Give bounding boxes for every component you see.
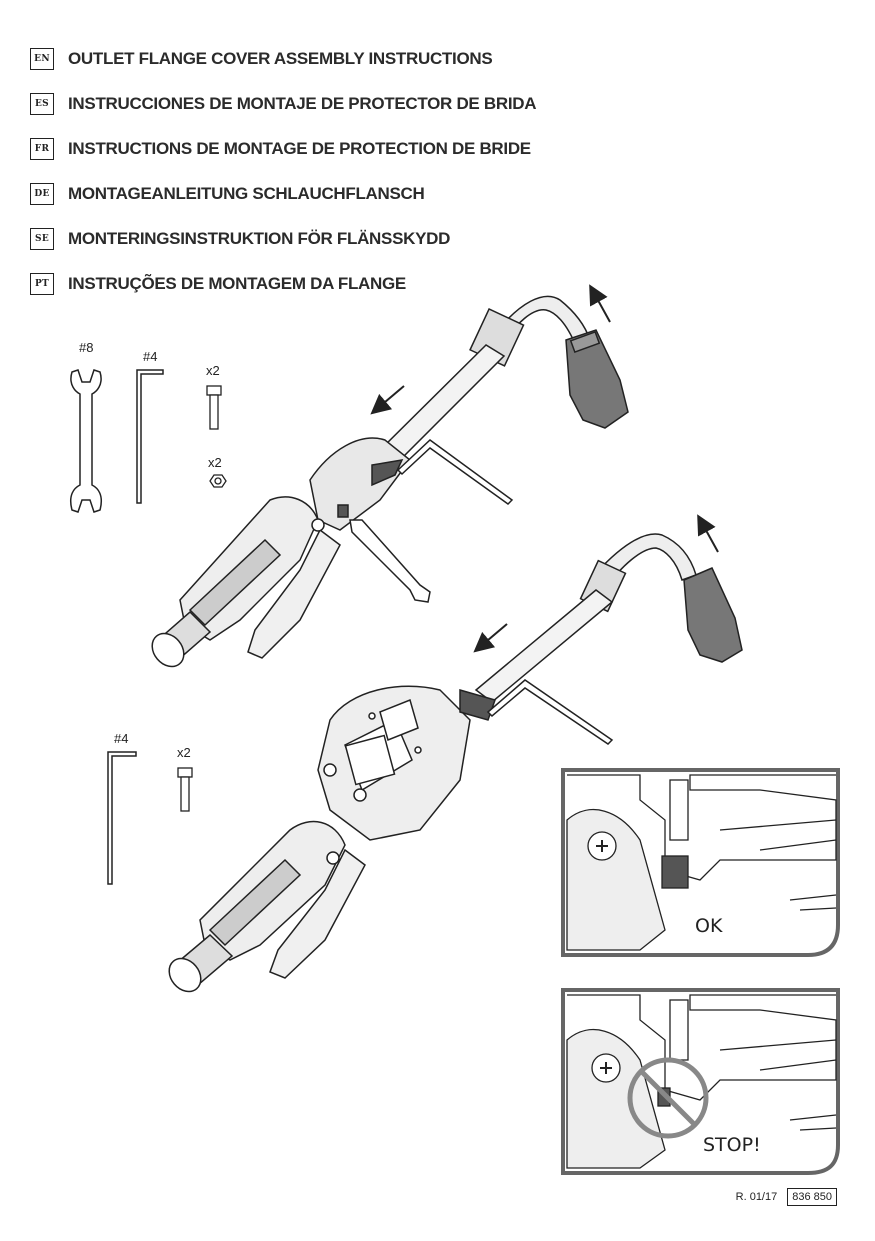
ok-label: OK (695, 915, 723, 937)
title-pt: INSTRUÇÕES DE MONTAGEM DA FLANGE (68, 274, 406, 293)
title-row-fr: FR INSTRUCTIONS DE MONTAGE DE PROTECTION… (30, 137, 531, 161)
lang-code-fr: FR (30, 138, 54, 160)
hex-key-size-label-step2: #4 (114, 731, 129, 746)
title-es: INSTRUCCIONES DE MONTAJE DE PROTECTOR DE… (68, 94, 537, 113)
title-row-en: EN OUTLET FLANGE COVER ASSEMBLY INSTRUCT… (30, 47, 493, 71)
revision-label: R. 01/17 (735, 1191, 778, 1203)
hex-key-icon (136, 369, 164, 504)
title-row-pt: PT INSTRUÇÕES DE MONTAGEM DA FLANGE (30, 272, 406, 296)
title-se: MONTERINGSINSTRUKTION FÖR FLÄNSSKYDD (68, 229, 451, 248)
lang-code-de: DE (30, 183, 54, 205)
footer: R. 01/17 836 850 (736, 1188, 837, 1206)
detail-panel-stop (561, 988, 840, 1175)
lang-code-es: ES (30, 93, 54, 115)
stop-warning-circle (627, 1057, 709, 1139)
stop-label: STOP! (703, 1134, 761, 1156)
lang-code-se: SE (30, 228, 54, 250)
screw-qty-label: x2 (206, 363, 220, 378)
nozzle-step1 (151, 295, 629, 668)
hex-key-size-label: #4 (143, 349, 158, 364)
lang-code-pt: PT (30, 273, 54, 295)
document-number: 836 850 (787, 1188, 837, 1206)
arrow-remove-cover-step1 (589, 284, 611, 323)
screw-qty-label-step2: x2 (177, 745, 191, 760)
open-end-wrench-icon (69, 369, 103, 513)
title-row-es: ES INSTRUCCIONES DE MONTAJE DE PROTECTOR… (30, 92, 537, 116)
nut-icon (209, 474, 227, 488)
title-de: MONTAGEANLEITUNG SCHLAUCHFLANSCH (68, 184, 425, 203)
arrow-remove-cover-step2 (697, 514, 719, 553)
lang-code-en: EN (30, 48, 54, 70)
detail-panel-ok (561, 768, 840, 957)
nozzle-step2-with-meter (168, 533, 743, 993)
arrow-slide-step1 (370, 385, 405, 415)
title-en: OUTLET FLANGE COVER ASSEMBLY INSTRUCTION… (68, 49, 493, 68)
title-row-se: SE MONTERINGSINSTRUKTION FÖR FLÄNSSKYDD (30, 227, 450, 251)
title-fr: INSTRUCTIONS DE MONTAGE DE PROTECTION DE… (68, 139, 531, 158)
wrench-size-label: #8 (79, 340, 94, 355)
arrow-slide-step2 (473, 623, 508, 653)
screw-icon (206, 385, 222, 430)
hex-key-icon-step2 (107, 751, 137, 885)
nut-qty-label: x2 (208, 455, 222, 470)
title-row-de: DE MONTAGEANLEITUNG SCHLAUCHFLANSCH (30, 182, 425, 206)
screw-icon-step2 (177, 767, 193, 812)
